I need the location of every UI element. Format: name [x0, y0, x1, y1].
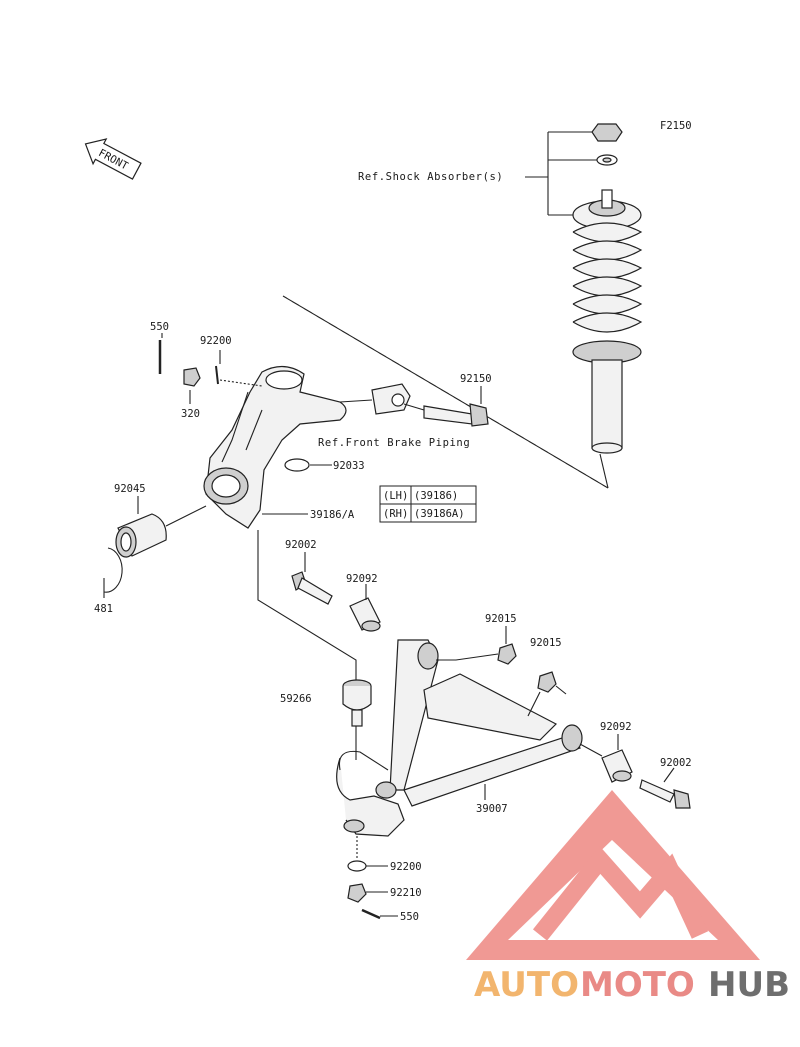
- nut-92015-a-icon: [497, 643, 517, 665]
- table-side-lh: (LH): [383, 490, 408, 502]
- shock-absorber-icon: [572, 123, 643, 454]
- table-part-rh: (39186A): [414, 508, 465, 520]
- part-label-92092-right: 92092: [600, 721, 632, 733]
- watermark-text-hub: HUB: [708, 965, 790, 1005]
- part-label-92045: 92045: [114, 483, 146, 495]
- bushing-92092-right-icon: [601, 749, 633, 783]
- part-label-92033: 92033: [333, 460, 365, 472]
- table-side-rh: (RH): [383, 508, 408, 520]
- part-label-92002-left: 92002: [285, 539, 317, 551]
- part-label-92015-b: 92015: [530, 637, 562, 649]
- part-label-92015-a: 92015: [485, 613, 517, 625]
- front-direction-arrow-icon: FRONT: [84, 138, 142, 180]
- castle-nut-320-icon: [183, 367, 201, 387]
- part-label-92210: 92210: [390, 887, 422, 899]
- ball-joint-59266-icon: [342, 679, 372, 727]
- ref-shock-absorber-label: Ref.Shock Absorber(s): [358, 171, 503, 183]
- part-label-59266: 59266: [280, 693, 312, 705]
- part-label-320: 320: [181, 408, 200, 420]
- o-ring-92033-icon: [284, 458, 310, 472]
- part-label-481: 481: [94, 603, 113, 615]
- part-label-39186: 39186/A: [310, 509, 355, 521]
- part-label-550-top: 550: [150, 321, 169, 333]
- part-label-92092-left: 92092: [346, 573, 378, 585]
- table-part-lh: (39186): [414, 490, 458, 502]
- nut-92015-b-icon: [537, 671, 557, 693]
- part-label-39007: 39007: [476, 803, 508, 815]
- cotter-pin-550-bottom-icon: [361, 908, 381, 920]
- bolt-92002-right-icon: [639, 779, 691, 809]
- bushing-92092-left-icon: [349, 597, 381, 632]
- part-label-550-bottom: 550: [400, 911, 419, 923]
- figure-code: F2150: [660, 120, 692, 132]
- watermark-text-auto: AUTO: [474, 965, 579, 1005]
- part-label-92002-right: 92002: [660, 757, 692, 769]
- washer-92200-icon: [215, 365, 219, 385]
- part-label-92200-top: 92200: [200, 335, 232, 347]
- bolt-92002-left-icon: [291, 571, 333, 605]
- lower-a-arm-39007-icon: [336, 639, 583, 837]
- part-label-92200-bottom: 92200: [390, 861, 422, 873]
- watermark-logo: [466, 790, 760, 960]
- watermark-text-moto: MOTO: [580, 965, 695, 1005]
- knuckle-side-table: (LH) (39186) (RH) (39186A): [379, 485, 477, 523]
- ref-front-brake-piping-label: Ref.Front Brake Piping: [318, 437, 470, 449]
- wheel-bearing-92045-icon: [115, 513, 167, 558]
- bolt-92150-icon: [423, 403, 489, 427]
- castle-nut-92210-icon: [347, 883, 367, 903]
- part-label-92150: 92150: [460, 373, 492, 385]
- brake-hose-bracket-icon: [371, 383, 411, 415]
- washer-92200-bottom-icon: [347, 860, 367, 872]
- steering-knuckle-icon: [203, 365, 347, 529]
- snap-ring-481-icon: [103, 547, 123, 593]
- watermark-m-mark: [532, 846, 709, 941]
